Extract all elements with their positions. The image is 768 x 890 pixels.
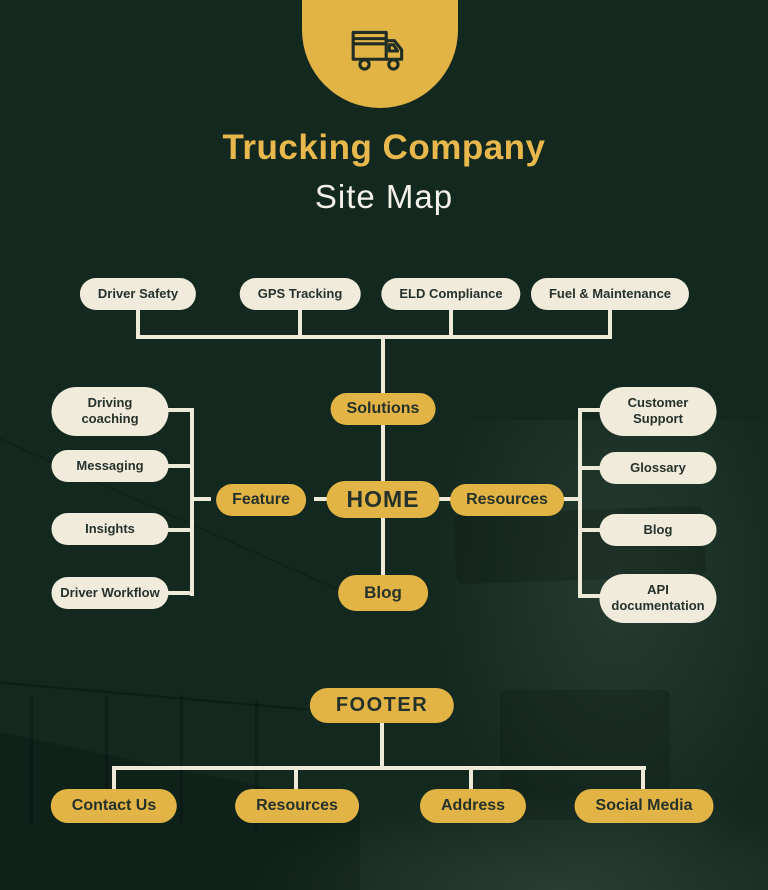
connector-solutions-home [381,425,385,483]
connector-right-bracket [578,408,582,598]
connector-address [469,766,473,792]
background-fence-post [30,695,33,825]
truck-icon [351,30,404,71]
node-solutions: Solutions [330,393,436,425]
connector-api-documentation [578,594,606,598]
connector-resources-bracket [560,497,582,501]
node-address: Address [419,789,527,823]
connector-home-blog [381,517,385,577]
connector-gps-tracking [298,310,302,339]
connector-driver-safety [136,310,140,339]
connector-footer-bracket [380,723,384,770]
node-messaging: Messaging [51,450,169,483]
connector-customer-support [578,408,606,412]
node-glossary: Glossary [599,452,717,485]
node-customer-support: Customer Support [599,387,717,436]
page-title: Trucking Company [222,128,546,167]
node-insights: Insights [51,513,169,546]
connector-bracket-feature [190,497,211,501]
node-blog-resource: Blog [599,514,717,547]
connector-blog-right [578,528,606,532]
connector-left-bracket [190,408,194,596]
node-eld-compliance: ELD Compliance [381,278,521,311]
node-driving-coaching: Driving coaching [51,387,169,436]
connector-driver-workflow [166,591,194,595]
connector-top-bracket [136,335,612,339]
background-fence-post [180,695,183,825]
node-blog: Blog [338,575,428,611]
node-fuel-maintenance: Fuel & Maintenance [530,278,690,311]
connector-messaging [166,464,194,468]
connector-eld-compliance [449,310,453,339]
node-footer: FOOTER [309,688,455,723]
connector-footer-row [112,766,646,770]
connector-home-resources [436,497,454,501]
node-contact-us: Contact Us [50,789,178,823]
background-hillside [0,732,360,890]
connector-fuel-maintenance [608,310,612,339]
connector-feature-home [314,497,332,501]
node-api-documentation: API documentation [599,574,717,623]
connector-driving-coaching [166,408,194,412]
node-resources-footer: Resources [235,789,359,823]
node-feature: Feature [216,484,306,516]
page-subtitle: Site Map [314,178,454,215]
connector-social-media [641,766,645,792]
connector-glossary [578,466,606,470]
connector-contact-us [112,766,116,792]
node-home: HOME [326,481,440,518]
node-resources: Resources [450,484,564,516]
logo-badge [302,0,458,108]
connector-insights [166,528,194,532]
connector-resources-footer [294,766,298,792]
node-driver-safety: Driver Safety [79,278,197,311]
node-driver-workflow: Driver Workflow [51,577,169,610]
connector-bracket-solutions [381,337,385,395]
node-gps-tracking: GPS Tracking [239,278,361,311]
node-social-media: Social Media [574,789,714,823]
